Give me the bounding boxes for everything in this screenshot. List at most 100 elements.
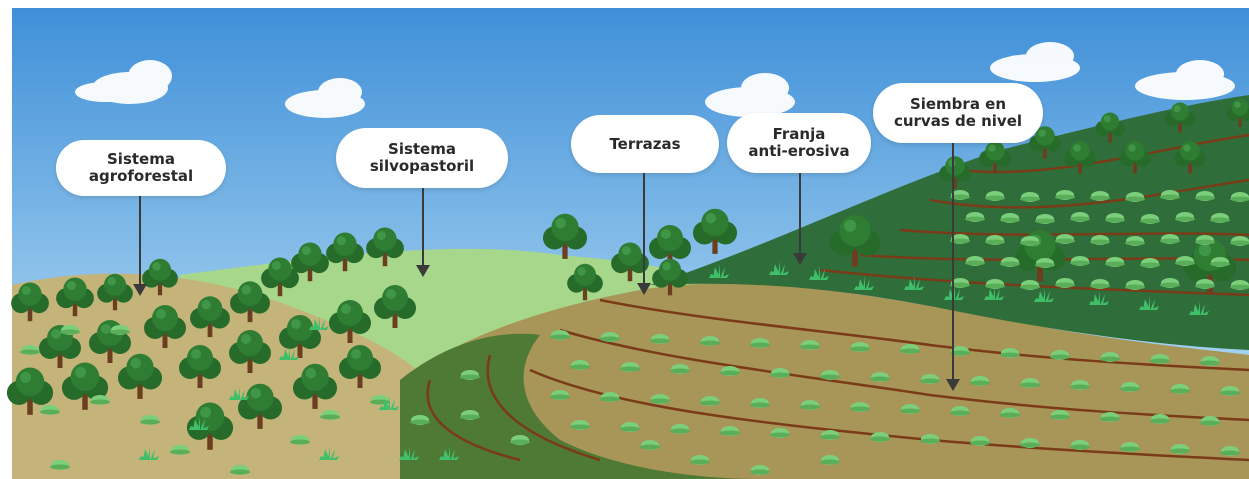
callout-label: Terrazas <box>609 134 681 153</box>
crop-icon <box>970 436 990 446</box>
crop-icon <box>1020 438 1040 448</box>
crop-icon <box>965 256 985 266</box>
crop-icon <box>600 392 620 402</box>
arrow-down-icon <box>946 379 960 391</box>
crop-icon <box>800 340 820 350</box>
crop-icon <box>950 278 970 288</box>
crop-icon <box>1090 279 1110 289</box>
crop-icon <box>1210 257 1230 267</box>
crop-icon <box>1175 256 1195 266</box>
agave-icon <box>309 316 329 330</box>
crop-icon <box>1150 354 1170 364</box>
crop-icon <box>40 405 60 415</box>
tree-icon <box>652 258 688 296</box>
crop-icon <box>970 376 990 386</box>
crop-icon <box>1090 235 1110 245</box>
tree-icon <box>190 296 230 338</box>
crop-icon <box>690 455 710 465</box>
crop-icon <box>600 332 620 342</box>
agave-icon <box>709 264 729 278</box>
crop-icon <box>1000 213 1020 223</box>
agave-icon <box>1089 291 1109 305</box>
crop-icon <box>90 395 110 405</box>
crop-icon <box>50 460 70 470</box>
agave-icon <box>1034 288 1054 302</box>
tree-icon <box>11 282 49 322</box>
arrow-line <box>643 173 645 283</box>
tree-icon <box>692 208 738 254</box>
crop-icon <box>920 434 940 444</box>
crop-icon <box>1020 236 1040 246</box>
agave-icon <box>769 261 789 275</box>
crop-icon <box>20 345 40 355</box>
crop-icon <box>950 190 970 200</box>
crop-icon <box>60 325 80 335</box>
agave-icon <box>379 396 399 410</box>
callout-terrazas: Terrazas <box>571 115 719 173</box>
arrow-down-icon <box>133 284 147 296</box>
agave-icon <box>319 446 339 460</box>
crop-icon <box>570 420 590 430</box>
crop-icon <box>1210 213 1230 223</box>
crop-icon <box>820 430 840 440</box>
crop-icon <box>460 370 480 380</box>
tree-icon <box>97 273 133 311</box>
crop-icon <box>290 435 310 445</box>
tree-icon <box>56 277 94 317</box>
tree-icon <box>1174 141 1206 174</box>
crop-icon <box>320 410 340 420</box>
tree-icon <box>229 330 271 373</box>
crop-icon <box>700 336 720 346</box>
crop-icon <box>985 191 1005 201</box>
crop-icon <box>170 445 190 455</box>
crop-icon <box>870 372 890 382</box>
tree-icon <box>611 242 649 282</box>
crop-icon <box>1105 213 1125 223</box>
cloud-icon <box>285 78 365 118</box>
crop-icon <box>1050 410 1070 420</box>
tree-icon <box>979 141 1011 174</box>
crop-icon <box>870 432 890 442</box>
crop-icon <box>1200 356 1220 366</box>
crops <box>20 190 1249 475</box>
tree-icon <box>230 281 270 323</box>
crop-icon <box>510 435 530 445</box>
crop-icon <box>1100 412 1120 422</box>
crop-icon <box>1170 444 1190 454</box>
cloud-icon <box>990 42 1080 82</box>
agave-icon <box>1189 301 1209 315</box>
crop-icon <box>820 455 840 465</box>
crop-icon <box>1055 190 1075 200</box>
crop-icon <box>1150 414 1170 424</box>
crop-icon <box>1070 212 1090 222</box>
tree-icon <box>179 345 221 388</box>
crop-icon <box>720 426 740 436</box>
crop-icon <box>230 465 250 475</box>
tree-icon <box>326 232 364 272</box>
crop-icon <box>750 465 770 475</box>
terrace-strip <box>400 333 760 479</box>
arrow-line <box>422 188 424 265</box>
agave-icon <box>279 346 299 360</box>
crop-icon <box>900 404 920 414</box>
crop-icon <box>1020 192 1040 202</box>
arrow-line <box>952 143 954 379</box>
crop-icon <box>140 415 160 425</box>
crop-icon <box>720 366 740 376</box>
crop-icon <box>1195 279 1215 289</box>
crop-icon <box>1200 416 1220 426</box>
crop-icon <box>620 422 640 432</box>
cloud-icon <box>75 60 172 104</box>
agave-icon <box>809 266 829 280</box>
crop-icon <box>1000 348 1020 358</box>
crop-icon <box>770 428 790 438</box>
crop-icon <box>1195 235 1215 245</box>
crop-icon <box>110 325 130 335</box>
tree-icon <box>142 258 178 296</box>
tree-icon <box>339 345 381 388</box>
crop-icon <box>460 410 480 420</box>
agave-icon <box>854 276 874 290</box>
crop-icon <box>800 400 820 410</box>
crop-icon <box>650 334 670 344</box>
